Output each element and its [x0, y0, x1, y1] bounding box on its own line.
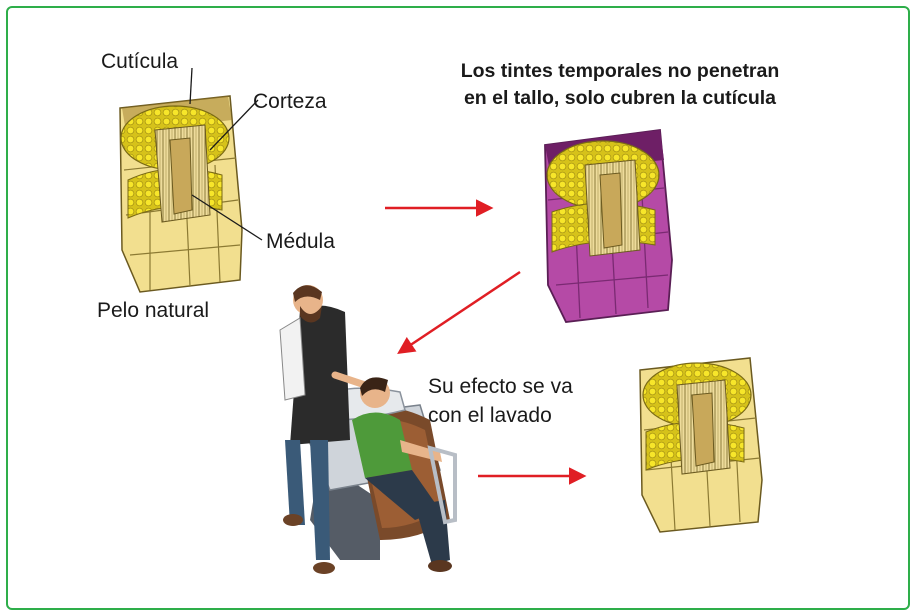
- caption-wash-effect: Su efecto se va con el lavado: [428, 372, 573, 430]
- caption-temporal-dyes-line1: Los tintes temporales no penetran: [460, 60, 780, 82]
- pointer-corteza: [209, 99, 259, 151]
- pointer-medula: [191, 194, 263, 241]
- label-medula: Médula: [266, 230, 335, 253]
- hair-strand-washed: [639, 357, 763, 533]
- caption-temporal-dyes-line2: en el tallo, solo cubren la cutícula: [463, 87, 777, 109]
- hair-strand-dyed: [544, 128, 673, 323]
- caption-wash-effect-line1: Su efecto se va: [428, 375, 573, 398]
- caption-temporal-dyes: Los tintes temporales no penetran en el …: [400, 58, 840, 112]
- arrow-to-wash: [397, 270, 521, 354]
- caption-wash-effect-line2: con el lavado: [428, 404, 552, 427]
- pointer-cuticula: [189, 67, 193, 105]
- salon-illustration: [279, 285, 457, 574]
- hair-strand-natural: [119, 95, 243, 293]
- label-corteza: Corteza: [253, 90, 327, 113]
- label-cuticula: Cutícula: [101, 50, 179, 73]
- label-pelo-natural: Pelo natural: [97, 299, 210, 322]
